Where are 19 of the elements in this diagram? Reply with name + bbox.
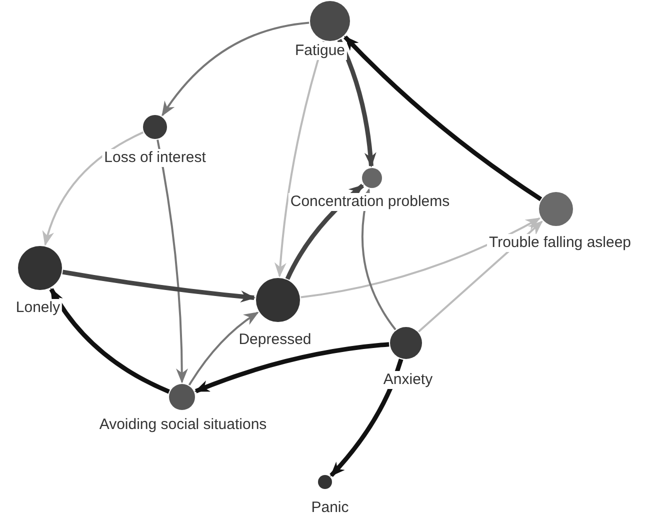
arrow	[194, 342, 390, 394]
arrow	[360, 188, 396, 330]
arrow	[330, 358, 404, 478]
node-label: Avoiding social situations	[97, 416, 269, 434]
arrow	[49, 288, 170, 394]
arrow	[337, 38, 376, 168]
node-label: Trouble falling asleep	[486, 234, 634, 252]
arrow	[300, 217, 541, 298]
arrow	[62, 270, 256, 302]
node-label: Loss of interest	[102, 149, 208, 167]
arrow	[274, 40, 325, 278]
node-label: Anxiety	[381, 371, 435, 389]
arrow	[188, 312, 259, 386]
arrow	[156, 140, 188, 384]
arrow	[42, 131, 144, 246]
node-label: Depressed	[236, 331, 314, 349]
arrow	[162, 22, 310, 116]
arrow	[344, 35, 542, 202]
node-label: Concentration problems	[288, 193, 452, 211]
